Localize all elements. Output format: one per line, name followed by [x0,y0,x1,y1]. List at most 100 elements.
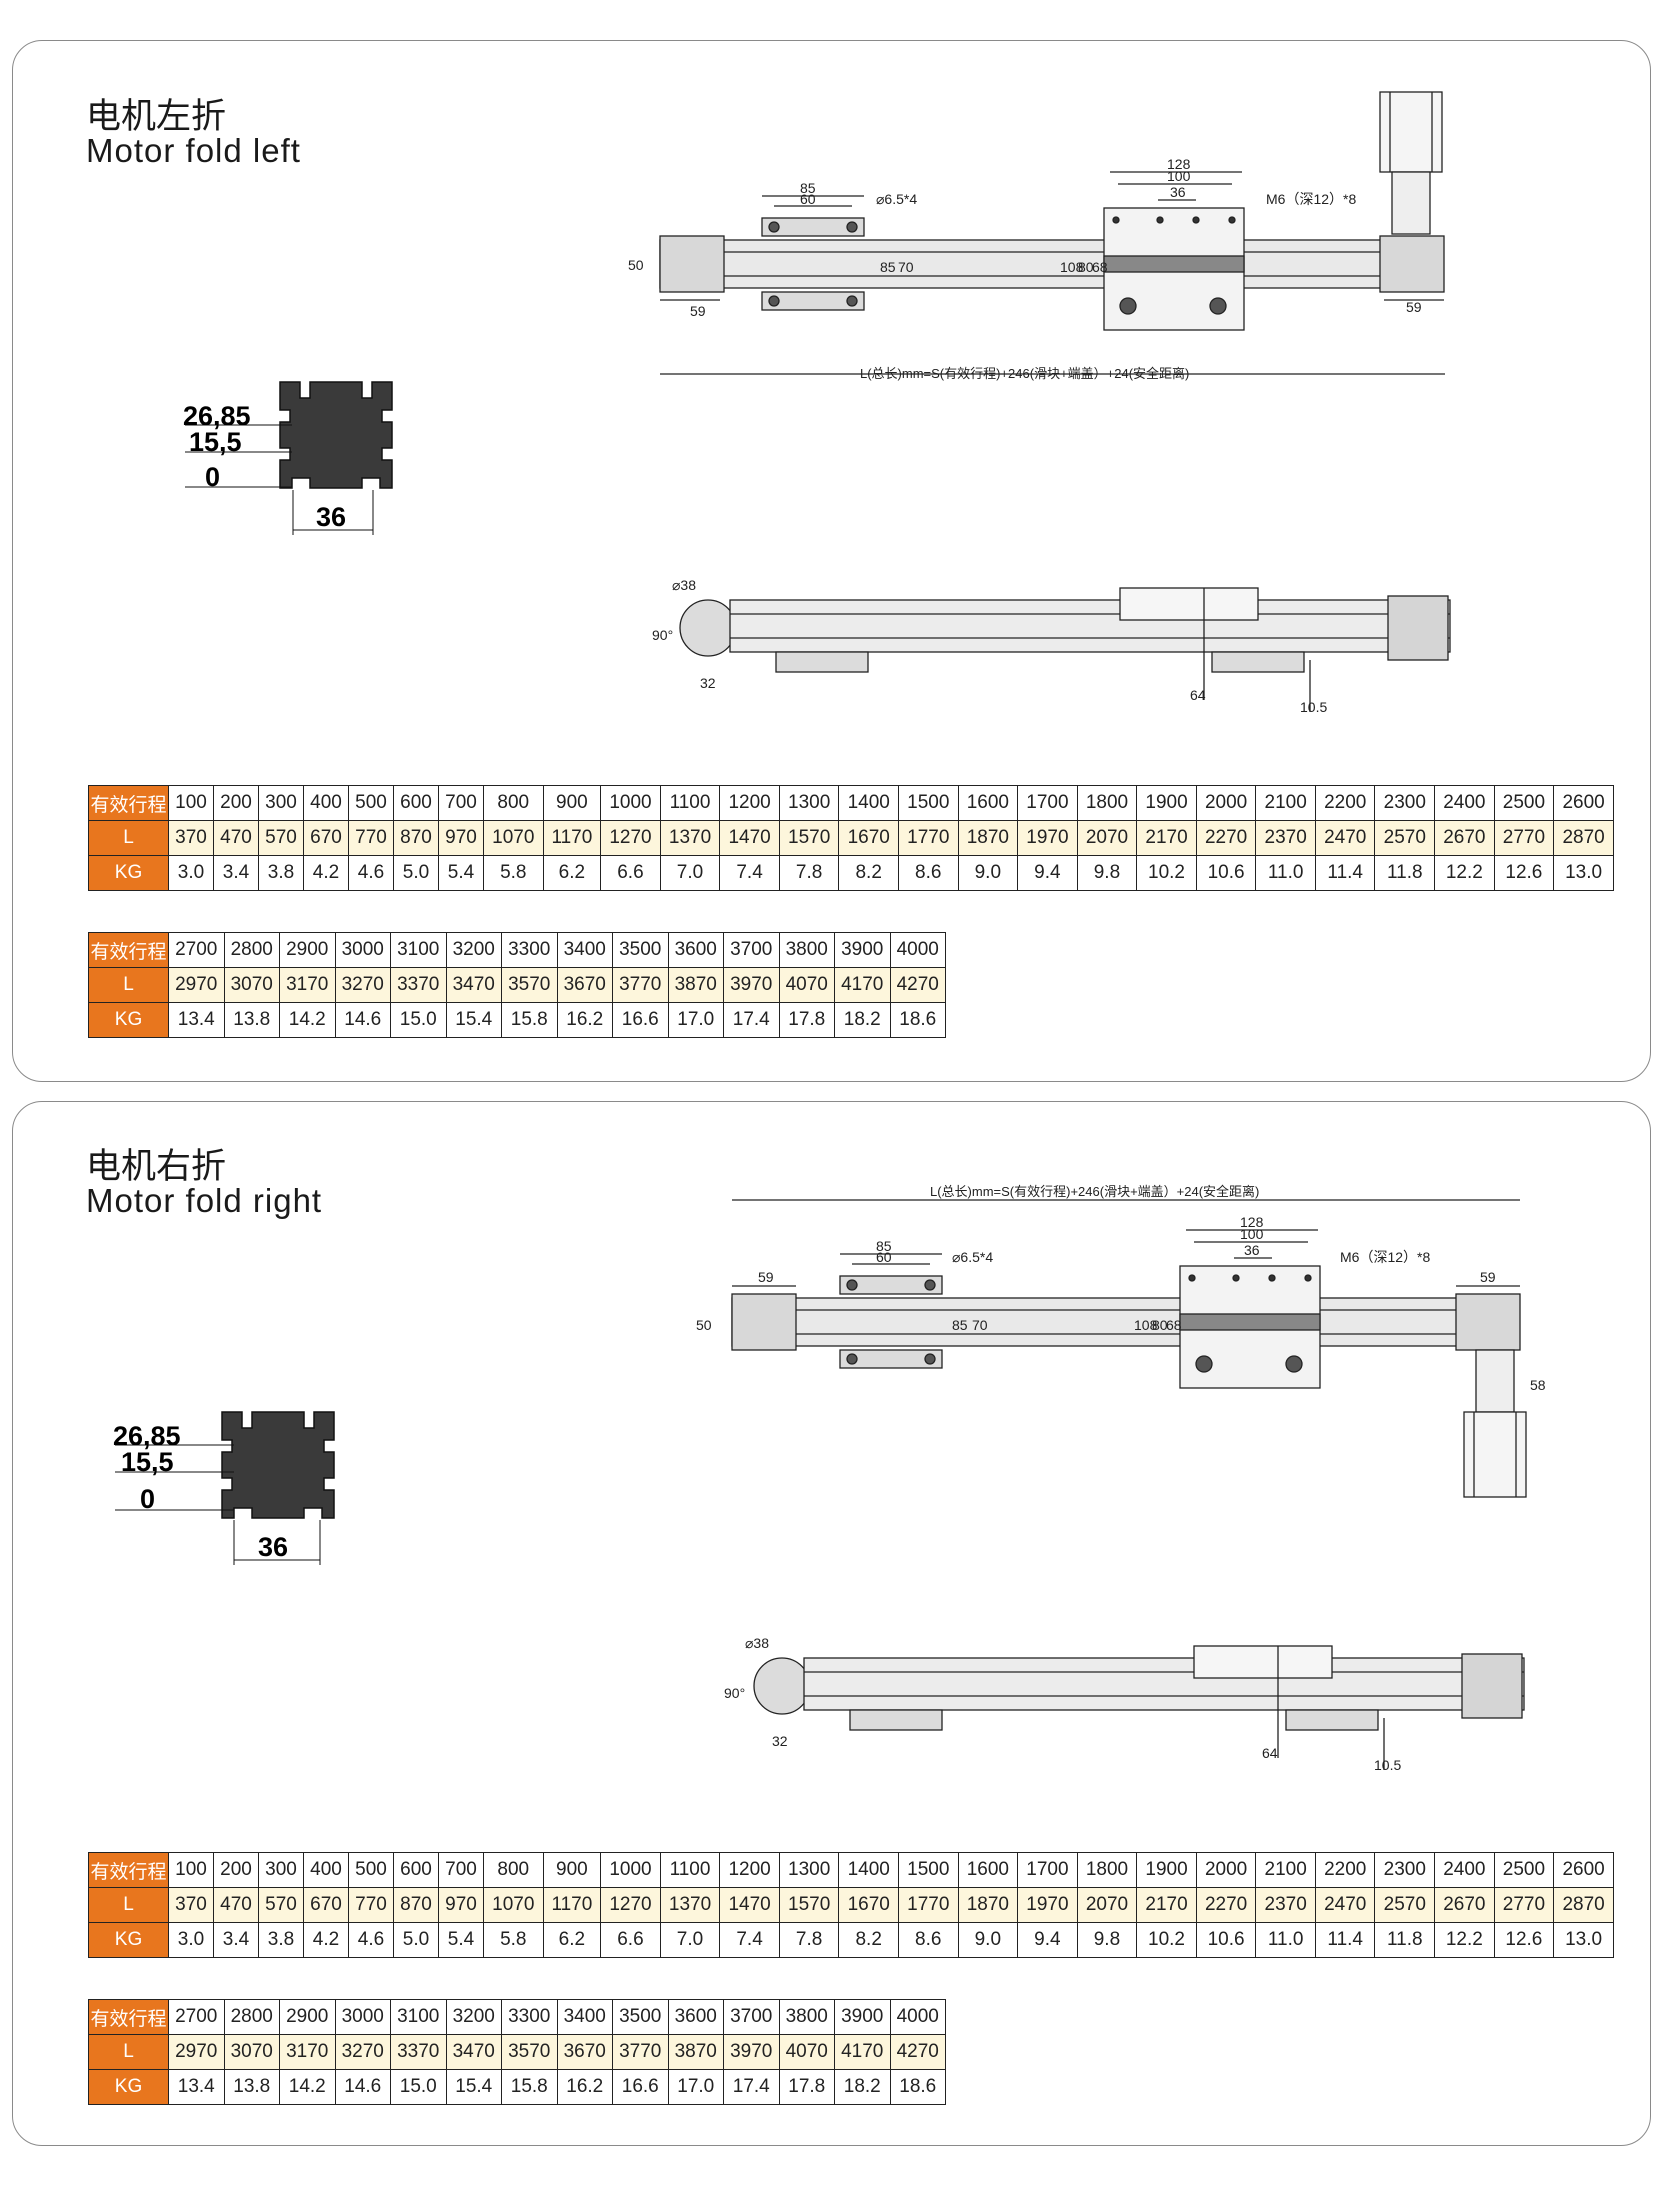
table-cell: 17.8 [778,1002,835,1038]
table-cell: 1400 [838,1852,899,1888]
svg-text:108: 108 [1134,1317,1158,1333]
table-cell: 3000 [334,1999,391,2035]
table-cell: 2170 [1136,1887,1197,1923]
table-cell: 3900 [834,1999,891,2035]
table-cell: 18.6 [889,2069,946,2105]
table-cell: 2870 [1553,820,1614,856]
top-view-drawing [659,91,1445,375]
svg-text:128: 128 [1240,1214,1264,1230]
table-cell: 3400 [556,932,613,968]
svg-text:M6（深12）*8: M6（深12）*8 [1266,191,1356,207]
svg-text:32: 32 [700,675,716,691]
svg-text:68: 68 [1092,259,1108,275]
table-cell: 1600 [957,785,1019,821]
profile-dim-width: 36 [316,502,346,532]
table-cell: 400 [303,1852,349,1888]
svg-text:60: 60 [800,191,816,207]
table-cell: 3170 [279,967,336,1003]
table-cell: 9.4 [1017,1922,1078,1958]
table-cell: 1970 [1017,820,1078,856]
table-cell: 3600 [667,1999,724,2035]
table-cell: 670 [303,820,349,856]
table-cell: 2470 [1314,1887,1376,1923]
table-cell: 570 [258,820,304,856]
svg-text:90°: 90° [652,627,673,643]
table-cell: 3000 [334,932,391,968]
table-cell: 3870 [667,2034,724,2070]
table-cell: 11.4 [1314,1922,1376,1958]
table-cell: 2270 [1195,1887,1257,1923]
table-cell: 16.6 [612,1002,669,1038]
table-cell: 12.2 [1434,855,1495,891]
table-cell: 600 [393,785,439,821]
table-cell: 3600 [667,932,724,968]
table-cell: 3070 [223,967,280,1003]
table-cell: 3500 [612,932,669,968]
table-cell: 1800 [1076,785,1138,821]
table-cell: 4000 [889,932,946,968]
table-cell: 13.0 [1553,1922,1614,1958]
profile-dim-mid: 15,5 [121,1447,174,1477]
table-cell: 700 [438,1852,484,1888]
table-cell: 3300 [501,1999,558,2035]
table-cell: 3470 [445,2034,502,2070]
table-cell: 1300 [778,1852,840,1888]
table-cell: 1200 [719,785,780,821]
table-cell: 11.8 [1374,1922,1436,1958]
svg-text:36: 36 [1170,184,1186,200]
table-cell: 970 [438,1887,484,1923]
table-cell: 1070 [483,1887,544,1923]
table-cell: 3.0 [168,1922,214,1958]
table-cell: 2100 [1255,785,1316,821]
table-cell: 1900 [1136,1852,1197,1888]
table-cell: 370 [168,820,214,856]
table-cell: 5.8 [483,1922,544,1958]
svg-text:59: 59 [1406,299,1422,315]
profile-cross-section: 26,85 15,5 0 36 [113,1411,335,1565]
svg-text:64: 64 [1190,687,1206,703]
table-cell: 12.6 [1493,855,1555,891]
table-cell: 1300 [778,785,840,821]
table-cell: 1500 [897,1852,959,1888]
table-cell: 14.2 [279,1002,336,1038]
table-cell: 6.6 [600,855,661,891]
table-cell: 2170 [1136,820,1197,856]
table-cell: 3270 [334,2034,391,2070]
section-title-cn: 电机右折 [86,1147,227,1187]
svg-text:M6（深12）*8: M6（深12）*8 [1340,1249,1430,1265]
profile-dim-width: 36 [258,1532,288,1562]
table-cell: 3.8 [258,1922,304,1958]
table-cell: 11.8 [1374,855,1436,891]
table-cell: 900 [542,1852,602,1888]
svg-text:85: 85 [952,1317,968,1333]
table-cell: 4.2 [303,1922,349,1958]
table-cell: 1100 [659,1852,721,1888]
side-view-dims: ⌀38 90° 32 64 10.5 [652,577,1327,715]
table-cell: 500 [348,1852,394,1888]
row-label-weight: KG [88,1002,169,1038]
table-cell: 2670 [1434,1887,1495,1923]
table-cell: 100 [168,1852,214,1888]
table-cell: 3100 [390,1999,447,2035]
table-cell: 3070 [223,2034,280,2070]
table-cell: 8.6 [897,855,959,891]
table-cell: 400 [303,785,349,821]
table-cell: 1770 [897,1887,959,1923]
table-cell: 3500 [612,1999,669,2035]
svg-text:59: 59 [1480,1269,1496,1285]
table-cell: 100 [168,785,214,821]
table-cell: 2200 [1314,1852,1376,1888]
table-cell: 18.2 [834,2069,891,2105]
table-cell: 3770 [612,967,669,1003]
table-cell: 1870 [957,1887,1019,1923]
table-cell: 2770 [1493,1887,1555,1923]
table-cell: 3700 [723,932,780,968]
table-cell: 2800 [223,1999,280,2035]
table-cell: 5.4 [438,1922,484,1958]
table-cell: 17.4 [723,1002,780,1038]
table-cell: 2100 [1255,1852,1316,1888]
table-cell: 470 [213,1887,259,1923]
svg-text:59: 59 [758,1269,774,1285]
table-cell: 500 [348,785,394,821]
